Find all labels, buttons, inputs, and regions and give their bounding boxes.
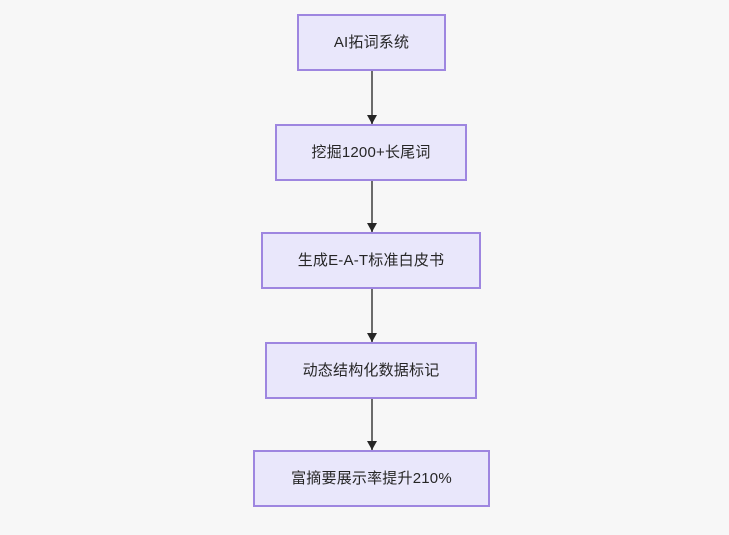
arrowhead-icon xyxy=(367,223,377,232)
flow-node-5[interactable]: 富摘要展示率提升210% xyxy=(253,450,490,507)
flow-node-label: 富摘要展示率提升210% xyxy=(291,469,452,487)
flow-node-4[interactable]: 动态结构化数据标记 xyxy=(265,342,477,399)
flow-node-3[interactable]: 生成E-A-T标准白皮书 xyxy=(261,232,481,289)
connector-line xyxy=(371,181,373,232)
arrowhead-icon xyxy=(367,441,377,450)
flow-node-2[interactable]: 挖掘1200+长尾词 xyxy=(275,124,467,181)
flow-node-label: AI拓词系统 xyxy=(333,33,410,51)
connector-line xyxy=(371,71,373,124)
flow-node-1[interactable]: AI拓词系统 xyxy=(297,14,446,71)
arrowhead-icon xyxy=(367,333,377,342)
flow-node-label: 挖掘1200+长尾词 xyxy=(311,143,431,161)
flow-node-label: 动态结构化数据标记 xyxy=(302,361,440,379)
flow-node-label: 生成E-A-T标准白皮书 xyxy=(297,251,445,269)
arrowhead-icon xyxy=(367,115,377,124)
connector-line xyxy=(371,289,373,342)
connector-line xyxy=(371,399,373,450)
